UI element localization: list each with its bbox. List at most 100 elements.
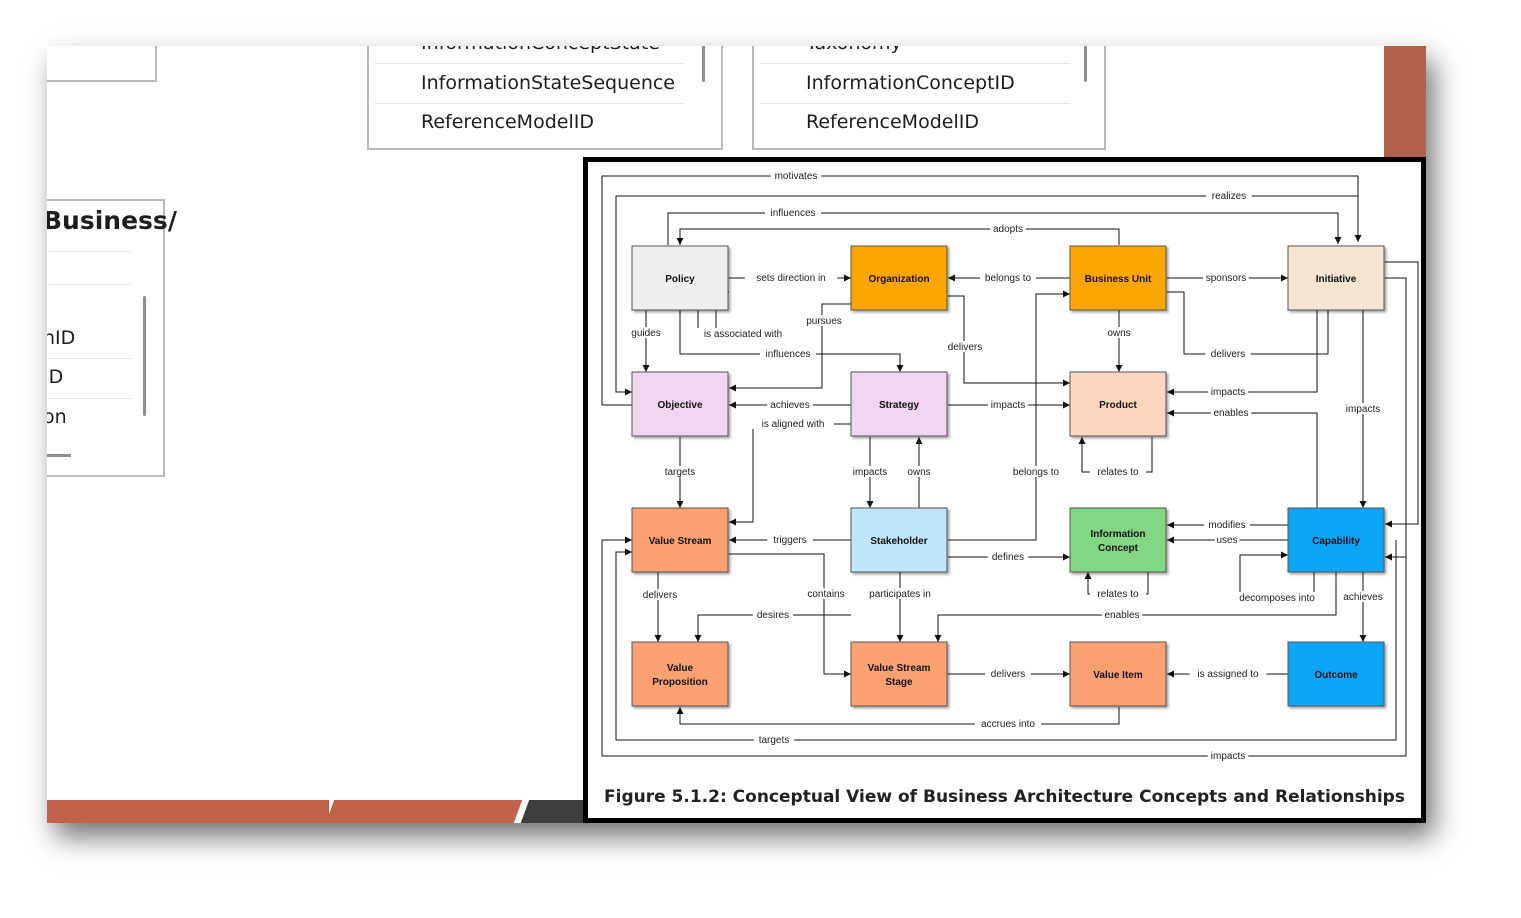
edge-label-sponsors: sponsors bbox=[1206, 273, 1247, 284]
edge-label-impacts-bottom: impacts bbox=[1211, 751, 1245, 762]
node-label-organization: Organization bbox=[868, 274, 929, 285]
edge-label-bg bbox=[767, 534, 813, 545]
node-box-capability bbox=[1287, 507, 1385, 573]
edge-label-achieves-strategy: achieves bbox=[770, 400, 809, 411]
table-row: ID bbox=[47, 366, 64, 388]
node-label-value-proposition: Proposition bbox=[652, 677, 708, 688]
edge-label-bg bbox=[1206, 190, 1252, 201]
edge-label-bg bbox=[1342, 403, 1384, 414]
edge-label-impacts-initiative: impacts bbox=[1211, 387, 1245, 398]
node-box-value-stream-stage bbox=[850, 641, 948, 707]
node-stakeholder: Stakeholder bbox=[850, 507, 948, 573]
table-row: Taxonomy bbox=[806, 46, 902, 62]
edge-label-achieves-cap: achieves bbox=[1343, 592, 1382, 603]
edge-label-bg bbox=[659, 466, 701, 477]
slide-canvas: Business/ nID ID on InformationConceptSt… bbox=[47, 46, 1426, 823]
node-box-initiative bbox=[1287, 245, 1385, 311]
node-box-objective bbox=[631, 371, 729, 437]
slide-footer-bar-2 bbox=[325, 800, 523, 823]
node-value-item: Value Item bbox=[1069, 641, 1167, 707]
edge-label-delivers-vs: delivers bbox=[643, 590, 677, 601]
node-box-value-proposition bbox=[631, 641, 729, 707]
edge-label-bg bbox=[1106, 327, 1132, 338]
edge-label-defines: defines bbox=[992, 552, 1024, 563]
edge-label-targets-obj: targets bbox=[665, 467, 696, 478]
edge-label-bg bbox=[744, 272, 838, 283]
edge-label-contains: contains bbox=[807, 589, 844, 600]
node-objective: Objective bbox=[631, 371, 729, 437]
node-business-unit: Business Unit bbox=[1069, 245, 1167, 311]
edge-label-bg bbox=[628, 327, 664, 338]
node-label-outcome: Outcome bbox=[1314, 670, 1358, 681]
edge-label-bg bbox=[987, 551, 1029, 562]
table-row: on bbox=[47, 406, 67, 428]
node-label-stakeholder: Stakeholder bbox=[870, 536, 927, 547]
edge-label-bg bbox=[1236, 592, 1318, 603]
node-label-objective: Objective bbox=[657, 400, 702, 411]
table-row: ReferenceModelID bbox=[421, 111, 594, 133]
edge-label-bg bbox=[1090, 588, 1146, 599]
edge-label-bg bbox=[1210, 407, 1252, 418]
edge-label-is-assigned-to: is assigned to bbox=[1197, 669, 1259, 680]
node-label-strategy: Strategy bbox=[879, 400, 919, 411]
node-box-value-stream bbox=[631, 507, 729, 573]
edge-label-uses: uses bbox=[1216, 535, 1237, 546]
edge-label-bg bbox=[1340, 591, 1386, 602]
edge-label-bg bbox=[1101, 609, 1143, 620]
edge-label-motivates: motivates bbox=[775, 171, 818, 182]
node-label-value-item: Value Item bbox=[1093, 670, 1143, 681]
edge-label-bg bbox=[767, 399, 813, 410]
edge-label-owns-bu: owns bbox=[1107, 328, 1130, 339]
node-box-product bbox=[1069, 371, 1167, 437]
node-label-business-unit: Business Unit bbox=[1085, 274, 1152, 285]
edge-label-bg bbox=[752, 418, 834, 429]
scrollbar[interactable] bbox=[702, 46, 705, 82]
edge-label-realizes: realizes bbox=[1212, 191, 1246, 202]
edge-label-delivers-org: delivers bbox=[948, 342, 982, 353]
table-row: InformationStateSequence bbox=[421, 72, 675, 94]
scrollbar[interactable] bbox=[143, 296, 146, 416]
edge-label-accrues-into: accrues into bbox=[981, 719, 1035, 730]
node-label-value-stream: Value Stream bbox=[649, 536, 712, 547]
edge-label-bg bbox=[1205, 348, 1251, 359]
edge-label-bg bbox=[1203, 272, 1249, 283]
node-box-organization bbox=[850, 245, 948, 311]
edge-label-guides: guides bbox=[631, 328, 660, 339]
node-label-information-concept: Concept bbox=[1098, 543, 1139, 554]
edge-label-bg bbox=[694, 328, 792, 339]
edge-label-is-aligned-with: is aligned with bbox=[762, 419, 825, 430]
node-capability: Capability bbox=[1287, 507, 1385, 573]
node-strategy: Strategy bbox=[850, 371, 948, 437]
edge-label-triggers: triggers bbox=[773, 535, 806, 546]
edge-label-bg bbox=[1214, 534, 1240, 545]
edge-label-impacts-initiative-cap: impacts bbox=[1346, 404, 1380, 415]
edge-label-delivers-bu: delivers bbox=[1211, 349, 1245, 360]
edge-label-bg bbox=[1090, 466, 1146, 477]
node-label-value-stream-stage: Stage bbox=[885, 677, 913, 688]
edge-label-bg bbox=[1207, 750, 1249, 761]
business-table-title: Business/ bbox=[47, 206, 177, 235]
edge-label-influences-mid: influences bbox=[765, 349, 810, 360]
left-partial-table bbox=[47, 46, 157, 82]
edge-label-bg bbox=[1207, 386, 1249, 397]
edge-label-bg bbox=[974, 718, 1042, 729]
edge-label-bg bbox=[1204, 519, 1250, 530]
edge-label-enables-cap-stage: enables bbox=[1104, 610, 1139, 621]
edge-label-bg bbox=[849, 466, 891, 477]
scrollbar[interactable] bbox=[1084, 46, 1087, 82]
taxonomy-table: Taxonomy InformationConceptID ReferenceM… bbox=[752, 46, 1106, 150]
scrollbar-horizontal[interactable] bbox=[47, 454, 71, 457]
node-box-policy bbox=[631, 245, 729, 311]
business-table-partial: Business/ nID ID on bbox=[47, 199, 177, 477]
edge-label-impacts-sh: impacts bbox=[853, 467, 887, 478]
table-row: ReferenceModelID bbox=[806, 111, 979, 133]
slide-footer-bar bbox=[47, 800, 329, 823]
node-label-product: Product bbox=[1099, 400, 1137, 411]
node-outcome: Outcome bbox=[1287, 641, 1385, 707]
edge-label-bg bbox=[987, 399, 1029, 410]
node-organization: Organization bbox=[850, 245, 948, 311]
node-information-concept: InformationConcept bbox=[1069, 507, 1167, 573]
slide-accent-right bbox=[1384, 46, 1426, 158]
edge-label-bg bbox=[760, 348, 816, 359]
